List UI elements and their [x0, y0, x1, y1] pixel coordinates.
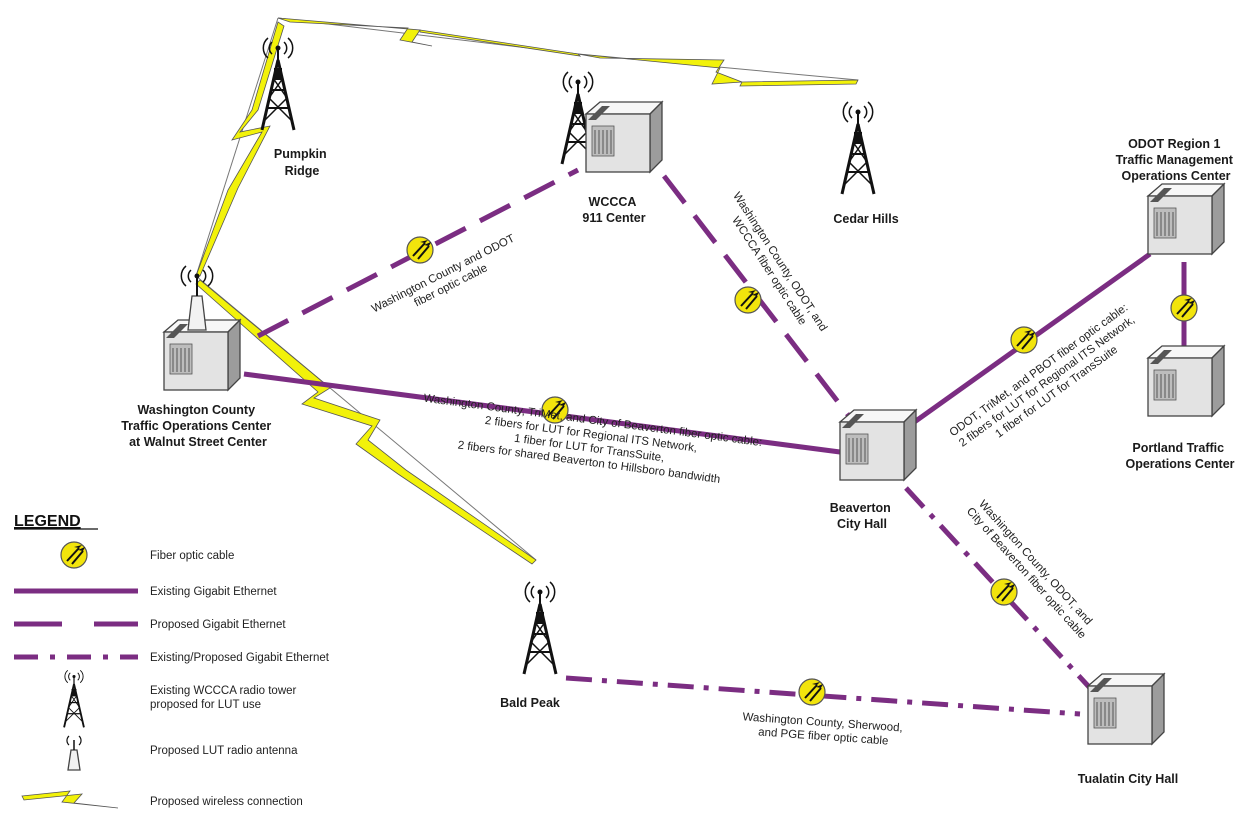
radio-tower-icon	[522, 580, 558, 676]
legend-title: LEGEND	[14, 513, 81, 530]
wireless-connections	[195, 17, 859, 565]
label-cable-wash-beaverton: Washington County, TriMet, and City of B…	[417, 393, 766, 492]
label-cable-baldpeak-tualatin: Washington County, Sherwood, and PGE fib…	[741, 711, 906, 748]
label-bald-peak: Bald Peak	[500, 696, 560, 710]
legend-antenna: Proposed LUT radio antenna	[150, 745, 298, 757]
legend: LEGEND Fiber optic cable Existing Gigabi…	[14, 513, 330, 809]
fiber-optic-icon	[1170, 294, 1198, 322]
legend-tower-icon	[63, 669, 85, 729]
link-beaverton-tualatin	[904, 486, 1092, 690]
label-wccca: WCCCA 911 Center	[582, 195, 645, 225]
server-icon	[585, 101, 663, 173]
server-icon	[1147, 345, 1225, 417]
server-icon	[839, 409, 917, 481]
fiber-optic-icon	[734, 286, 762, 314]
legend-antenna-icon	[66, 735, 82, 771]
fiber-optic-icon	[990, 578, 1018, 606]
legend-wireless: Proposed wireless connection	[150, 796, 303, 808]
fiber-optic-icon	[1010, 326, 1038, 354]
label-odot: ODOT Region 1 Traffic Management Operati…	[1116, 137, 1237, 183]
radio-tower-icon	[840, 100, 876, 196]
label-washington-county: Washington County Traffic Operations Cen…	[121, 403, 275, 449]
fiber-optic-icon	[60, 541, 88, 569]
wireless-bolt	[577, 53, 743, 85]
wireless-bolt	[195, 21, 285, 277]
server-icon	[1087, 673, 1165, 745]
wireless-bolt	[277, 17, 433, 47]
label-portland: Portland Traffic Operations Center	[1125, 441, 1234, 471]
cable-labels: Washington County and ODOT fiber optic c…	[370, 190, 1137, 748]
label-cable-wash-wccca: Washington County and ODOT fiber optic c…	[370, 231, 526, 328]
legend-existing-gige: Existing Gigabit Ethernet	[150, 586, 277, 598]
label-pumpkin-ridge: Pumpkin Ridge	[274, 147, 330, 178]
antenna-icon	[180, 265, 214, 331]
legend-wireless-bolt	[21, 790, 119, 809]
fiber-optic-icon	[406, 236, 434, 264]
server-icon	[1147, 183, 1225, 255]
label-cable-beaverton-tualatin: Washington County, ODOT, and City of Bea…	[964, 496, 1098, 641]
label-beaverton: Beaverton City Hall	[830, 501, 895, 531]
label-cedar-hills: Cedar Hills	[833, 212, 898, 226]
node-labels: Pumpkin Ridge WCCCA 911 Center Cedar Hil…	[121, 137, 1237, 786]
wireless-bolt	[739, 79, 859, 87]
legend-tower: Existing WCCCA radio tower proposed for …	[150, 685, 300, 711]
wireless-bolt	[195, 279, 537, 565]
legend-fiber: Fiber optic cable	[150, 550, 234, 562]
legend-proposed-gige: Proposed Gigabit Ethernet	[150, 619, 286, 631]
label-tualatin: Tualatin City Hall	[1078, 772, 1178, 786]
fiber-optic-icon	[798, 678, 826, 706]
legend-existing-proposed-gige: Existing/Proposed Gigabit Ethernet	[150, 652, 330, 664]
wireless-bolt	[419, 29, 582, 57]
